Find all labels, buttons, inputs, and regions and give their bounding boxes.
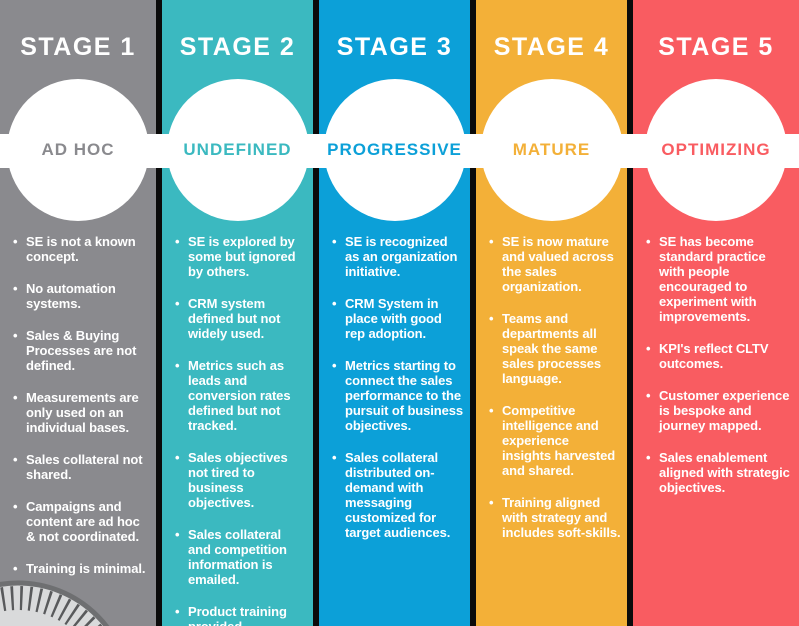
bullet-item: KPI's reflect CLTV outcomes. <box>645 341 793 371</box>
stage-column-3: STAGE 3 PROGRESSIVE SE is recognized as … <box>319 0 470 626</box>
bullet-item: Training aligned with strategy and inclu… <box>488 495 621 540</box>
stage-bullets: SE is explored by some but ignored by ot… <box>162 234 313 626</box>
stage-column-1: STAGE 1 AD HOC SE is not a known concept… <box>0 0 156 626</box>
bullet-item: Training is minimal. <box>12 561 150 576</box>
bullet-item: SE is now mature and valued across the s… <box>488 234 621 294</box>
stage-column-2: STAGE 2 UNDEFINED SE is explored by some… <box>162 0 313 626</box>
bullet-item: Product training provided. <box>174 604 307 626</box>
bullet-item: Teams and departments all speak the same… <box>488 311 621 386</box>
stage-circle <box>7 79 149 221</box>
bullet-item: Sales enablement aligned with strategic … <box>645 450 793 495</box>
bullet-item: Sales collateral distributed on-demand w… <box>331 450 464 540</box>
bullet-item: SE is recognized as an organization init… <box>331 234 464 279</box>
bullet-item: Campaigns and content are ad hoc & not c… <box>12 499 150 544</box>
stage-circle <box>323 79 466 221</box>
stage-bullets: SE is recognized as an organization init… <box>319 234 470 557</box>
stage-bullets: SE is not a known concept. No automation… <box>0 234 156 593</box>
stage-circle <box>645 79 787 221</box>
bullet-item: CRM system defined but not widely used. <box>174 296 307 341</box>
stage-bullets: SE has become standard practice with peo… <box>633 234 799 512</box>
stage-label: MATURE <box>512 140 591 159</box>
stage-title: STAGE 4 <box>493 33 610 61</box>
bullet-item: Sales collateral and competition informa… <box>174 527 307 587</box>
bullet-item: SE has become standard practice with peo… <box>645 234 793 324</box>
stage-label: OPTIMIZING <box>661 140 771 159</box>
bullet-item: No automation systems. <box>12 281 150 311</box>
bullet-item: Sales & Buying Processes are not defined… <box>12 328 150 373</box>
bullet-item: Sales collateral not shared. <box>12 452 150 482</box>
bullet-item: Sales objectives not tired to business o… <box>174 450 307 510</box>
gauge-icon <box>0 580 110 626</box>
bullet-item: SE is not a known concept. <box>12 234 150 264</box>
stage-column-5: STAGE 5 OPTIMIZING SE has become standar… <box>633 0 799 626</box>
stage-circle <box>480 79 623 221</box>
stage-label: UNDEFINED <box>183 140 292 159</box>
stage-circle <box>166 79 309 221</box>
stage-label: PROGRESSIVE <box>327 140 462 159</box>
bullet-item: Competitive intelligence and experience … <box>488 403 621 478</box>
stage-title: STAGE 3 <box>336 33 453 61</box>
bullet-item: SE is explored by some but ignored by ot… <box>174 234 307 279</box>
stage-label: AD HOC <box>41 140 115 159</box>
stage-title: STAGE 2 <box>179 33 296 61</box>
stage-bullets: SE is now mature and valued across the s… <box>476 234 627 557</box>
stage-title: STAGE 5 <box>658 33 774 61</box>
bullet-item: Customer experience is bespoke and journ… <box>645 388 793 433</box>
bullet-item: Metrics starting to connect the sales pe… <box>331 358 464 433</box>
bullet-item: Measurements are only used on an individ… <box>12 390 150 435</box>
bullet-item: CRM System in place with good rep adopti… <box>331 296 464 341</box>
stage-title: STAGE 1 <box>20 33 136 61</box>
bullet-item: Metrics such as leads and conversion rat… <box>174 358 307 433</box>
stage-column-4: STAGE 4 MATURE SE is now mature and valu… <box>476 0 627 626</box>
